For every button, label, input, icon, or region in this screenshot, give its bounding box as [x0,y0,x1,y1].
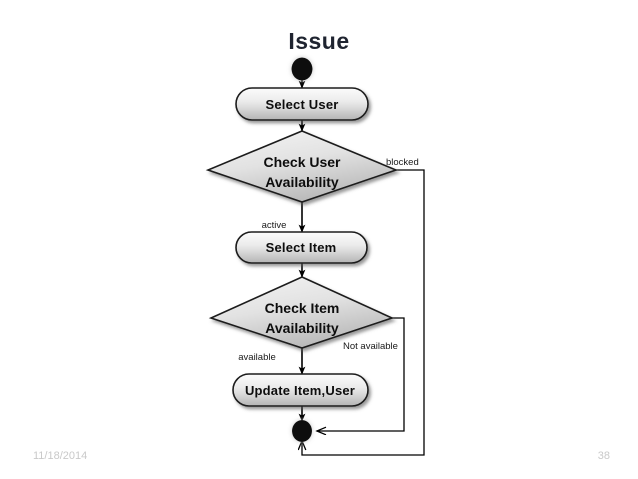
decision-check-user-line2: Availability [265,174,339,190]
footer-date: 11/18/2014 [33,450,88,462]
edge-label-blocked: blocked [386,157,419,168]
decision-check-item-availability[interactable]: Check Item Availability [208,276,395,349]
footer-page-number: 38 [597,450,610,462]
connector-check-user-blocked [302,169,425,456]
edge-label-active: active [262,220,287,231]
edge-label-available: available [238,352,276,363]
edge-label-not-available: Not available [343,341,398,352]
decision-check-item-line2: Availability [265,320,339,336]
action-select-item-label: Select Item [266,240,337,255]
connector-check-item-not-available [317,317,405,431]
initial-node[interactable] [291,57,313,81]
action-update-item-user[interactable]: Update Item,User [232,373,369,407]
action-select-user-label: Select User [265,97,338,112]
final-node[interactable] [292,420,312,442]
action-select-user[interactable]: Select User [235,87,369,121]
page-title: Issue [288,28,350,54]
decision-check-user-line1: Check User [263,154,341,170]
action-select-item[interactable]: Select Item [235,231,368,264]
decision-check-item-line1: Check Item [265,300,340,316]
decision-check-user-availability[interactable]: Check User Availability [205,130,399,203]
action-update-item-user-label: Update Item,User [245,383,355,398]
